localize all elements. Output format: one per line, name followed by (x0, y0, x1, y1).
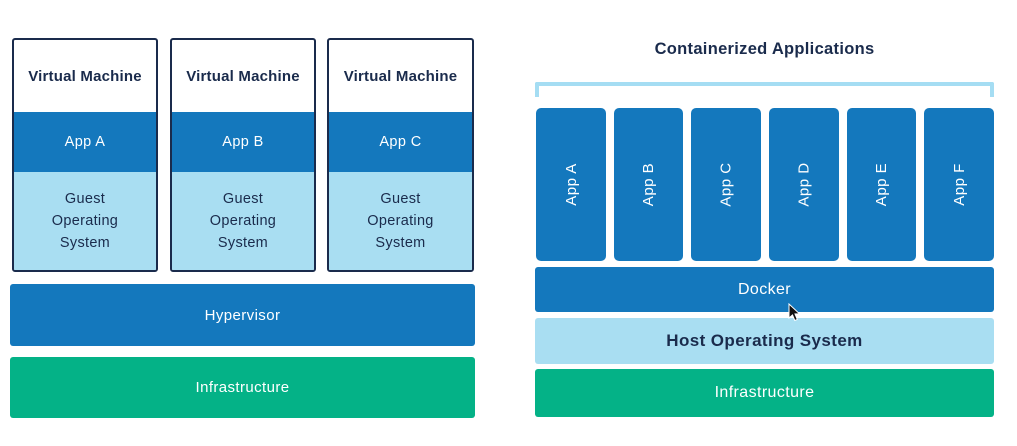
vm-app-b-label: App B (172, 112, 314, 172)
container-app-a: App A (536, 108, 606, 261)
vm-box-b: Virtual Machine App B Guest Operating Sy… (170, 38, 316, 272)
container-app-b-label: App B (640, 162, 657, 207)
container-app-e-label: App E (873, 162, 891, 207)
container-app-d-label: App D (795, 162, 813, 207)
vm-guest-os-label: Guest Operating System (209, 191, 277, 251)
container-app-c-label: App C (717, 162, 735, 207)
infrastructure-bar-right: Infrastructure (535, 369, 994, 417)
container-app-f: App F (924, 108, 995, 261)
containerized-applications-title: Containerized Applications (654, 40, 875, 58)
vm-title: Virtual Machine (343, 67, 458, 85)
container-columns: App A App B App C App D App E App F (536, 108, 995, 261)
vm-box-a: Virtual Machine App A Guest Operating Sy… (12, 38, 158, 272)
container-app-e: App E (846, 108, 917, 261)
containers-group-bracket (535, 82, 994, 97)
infrastructure-bar-left: Infrastructure (10, 357, 475, 418)
mouse-cursor-icon (788, 303, 801, 322)
hypervisor-bar: Hypervisor (10, 284, 475, 346)
vm-app-a-label: App A (14, 112, 156, 172)
vm-guest-os: Guest Operating System (329, 172, 472, 270)
docker-bar: Docker (535, 267, 994, 312)
vm-guest-os: Guest Operating System (172, 172, 314, 270)
vm-guest-os-label: Guest Operating System (367, 191, 434, 251)
container-app-d: App D (769, 108, 839, 261)
vm-box-c: Virtual Machine App C Guest Operating Sy… (327, 38, 474, 272)
vm-title: Virtual Machine (186, 67, 300, 85)
container-app-b: App B (613, 108, 684, 261)
host-os-bar: Host Operating System (535, 318, 994, 364)
vm-app-c-label: App C (329, 112, 472, 172)
container-app-f-label: App F (950, 163, 968, 206)
vm-title: Virtual Machine (28, 67, 142, 85)
vm-guest-os: Guest Operating System (14, 172, 156, 270)
container-app-a-label: App A (562, 163, 580, 206)
container-app-c: App C (691, 108, 762, 261)
vm-guest-os-label: Guest Operating System (51, 191, 119, 251)
